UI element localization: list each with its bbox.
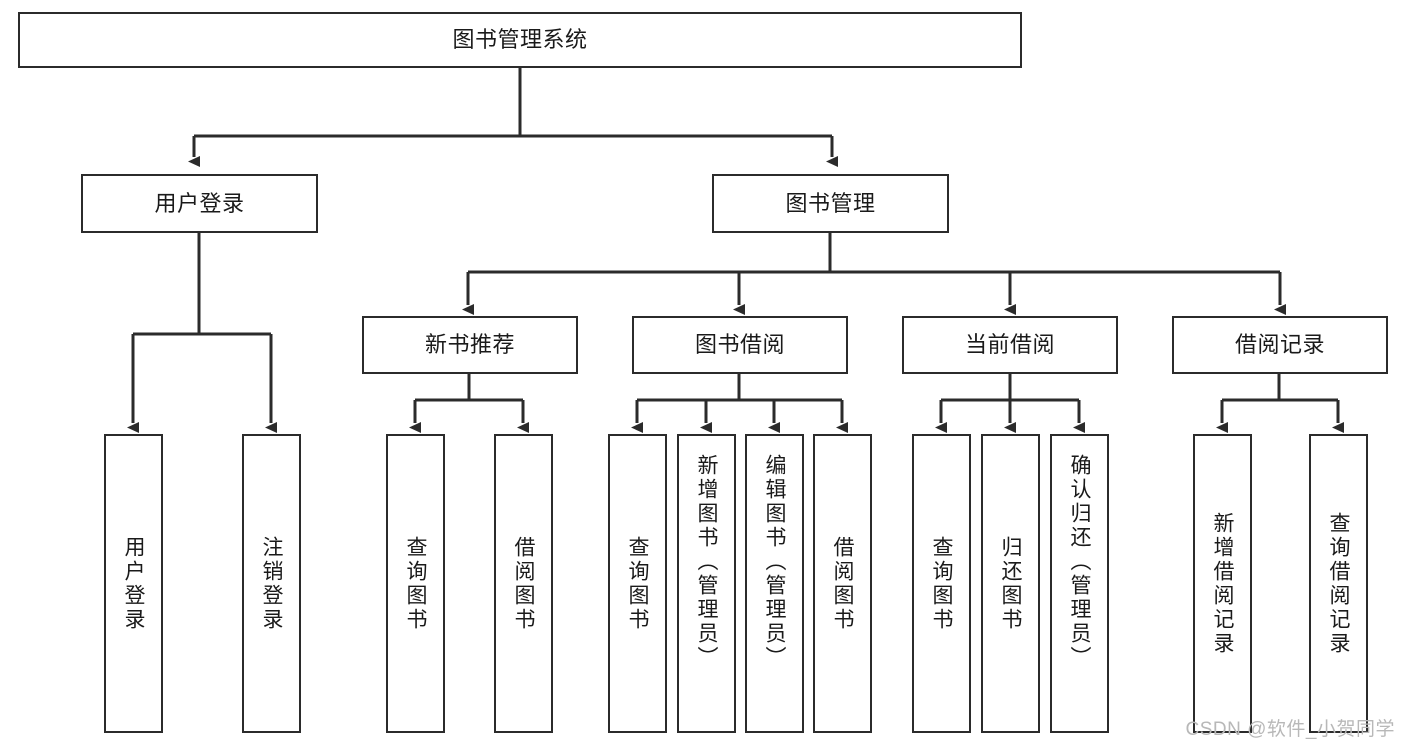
connector-borrowrecord-to-leaves (1216, 374, 1344, 433)
connector-bookmanage-to-level3 (462, 233, 1286, 315)
connector-newbook-to-leaves (409, 374, 529, 433)
leaf-add-borrow-record[interactable]: 新增借阅记录 (1193, 434, 1252, 733)
connector-userlogin-to-leaves (127, 233, 277, 433)
node-label: 注销登录 (260, 535, 283, 632)
leaf-query-book-1[interactable]: 查询图书 (386, 434, 445, 733)
node-label: 编辑图书（管理员） (763, 454, 786, 670)
node-label: 借阅图书 (831, 535, 854, 632)
node-label: 查询图书 (626, 535, 649, 632)
node-label: 用户登录 (154, 190, 245, 216)
leaf-borrow-book-2[interactable]: 借阅图书 (813, 434, 872, 733)
node-borrow-record[interactable]: 借阅记录 (1172, 316, 1388, 374)
connector-currentborrow-to-leaves (935, 374, 1085, 433)
leaf-user-logout[interactable]: 注销登录 (242, 434, 301, 733)
node-label: 查询借阅记录 (1327, 511, 1350, 656)
node-label: 当前借阅 (964, 332, 1055, 358)
leaf-edit-book[interactable]: 编辑图书（管理员） (745, 434, 804, 733)
node-label: 借阅图书 (512, 535, 535, 632)
node-book-manage[interactable]: 图书管理 (712, 174, 949, 233)
leaf-confirm-return[interactable]: 确认归还（管理员） (1050, 434, 1109, 733)
node-new-book-recommend[interactable]: 新书推荐 (362, 316, 578, 374)
node-root-system[interactable]: 图书管理系统 (18, 12, 1022, 68)
node-label: 图书管理 (785, 190, 876, 216)
leaf-user-login[interactable]: 用户登录 (104, 434, 163, 733)
node-label: 新增借阅记录 (1211, 511, 1234, 656)
node-label: 查询图书 (404, 535, 427, 632)
node-user-login[interactable]: 用户登录 (81, 174, 318, 233)
node-label: 用户登录 (122, 535, 145, 632)
node-label: 借阅记录 (1234, 332, 1325, 358)
node-label: 新书推荐 (424, 332, 515, 358)
node-label: 归还图书 (999, 535, 1022, 632)
node-label: 图书借阅 (694, 332, 785, 358)
node-label: 新增图书（管理员） (695, 454, 718, 670)
leaf-query-book-3[interactable]: 查询图书 (912, 434, 971, 733)
leaf-add-book[interactable]: 新增图书（管理员） (677, 434, 736, 733)
node-book-borrow[interactable]: 图书借阅 (632, 316, 848, 374)
leaf-query-borrow-record[interactable]: 查询借阅记录 (1309, 434, 1368, 733)
leaf-query-book-2[interactable]: 查询图书 (608, 434, 667, 733)
node-label: 确认归还（管理员） (1068, 454, 1091, 670)
watermark-text: CSDN @软件_小贺同学 (1185, 719, 1395, 740)
node-label: 查询图书 (930, 535, 953, 632)
leaf-return-book[interactable]: 归还图书 (981, 434, 1040, 733)
node-current-borrow[interactable]: 当前借阅 (902, 316, 1118, 374)
connector-bookborrow-to-leaves (631, 374, 848, 433)
connector-root-to-level2 (188, 68, 838, 167)
node-label: 图书管理系统 (452, 27, 588, 53)
leaf-borrow-book-1[interactable]: 借阅图书 (494, 434, 553, 733)
